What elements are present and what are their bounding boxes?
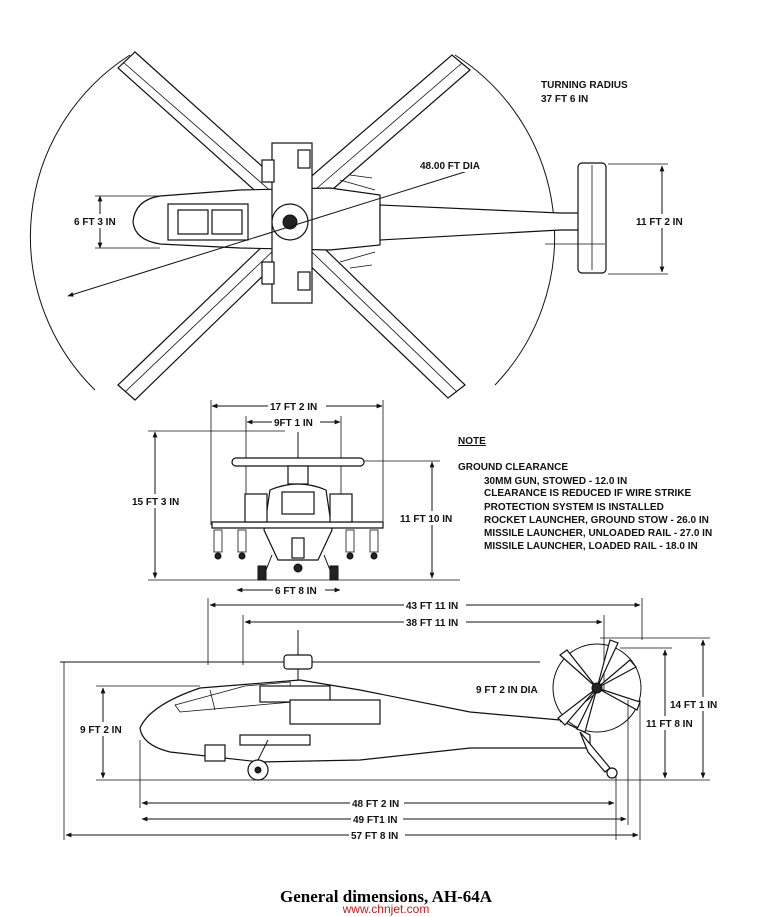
height-overall-label: 14 FT 1 IN (670, 700, 717, 711)
height-tail-label: 11 FT 8 IN (646, 719, 693, 730)
length-57-label: 57 FT 8 IN (351, 831, 398, 842)
turning-radius-label: TURNING RADIUS (541, 80, 628, 91)
rotor-diameter-label: 48.00 FT DIA (420, 161, 480, 172)
side-view-airframe (139, 679, 618, 781)
tread-label: 6 FT 8 IN (275, 586, 317, 597)
turning-radius-arc-right (454, 54, 556, 386)
side-view: 43 FT 11 IN 38 FT 11 IN 9 FT 2 IN DIA 14… (60, 598, 724, 842)
note-line-5: MISSILE LAUNCHER, UNLOADED RAIL - 27.0 I… (484, 528, 712, 539)
length-fuselage-label: 43 FT 11 IN (406, 601, 458, 612)
note-line-4: ROCKET LAUNCHER, GROUND STOW - 26.0 IN (484, 515, 709, 526)
watermark: www.chnjet.com (342, 902, 430, 916)
note-line-2: CLEARANCE IS REDUCED IF WIRE STRIKE (484, 488, 692, 499)
fuselage-top (132, 142, 607, 304)
tail-rotor (552, 639, 642, 733)
note-line-6: MISSILE LAUNCHER, LOADED RAIL - 18.0 IN (484, 541, 698, 552)
stabilizer-span-label: 11 FT 2 IN (636, 217, 683, 228)
front-view: 17 FT 2 IN 9FT 1 IN 15 FT 3 IN 11 FT 10 … (130, 399, 462, 597)
turning-radius-arc-left (29, 54, 131, 391)
overall-width-label: 17 FT 2 IN (270, 402, 317, 413)
height-alt-label: 11 FT 10 IN (400, 514, 452, 525)
wing-span-label: 9FT 1 IN (274, 418, 313, 429)
fuselage-width-label: 6 FT 3 IN (74, 217, 116, 228)
tail-rotor-dia-label: 9 FT 2 IN DIA (476, 685, 538, 696)
length-to-rotor-label: 38 FT 11 IN (406, 618, 458, 629)
turning-radius-value: 37 FT 6 IN (541, 94, 588, 105)
note-line-3: PROTECTION SYSTEM IS INSTALLED (484, 502, 664, 513)
figure-caption: General dimensions, AH-64A (280, 887, 493, 906)
note-line-1: 30MM GUN, STOWED - 12.0 IN (484, 476, 627, 487)
front-view-airframe (211, 432, 384, 581)
top-view: TURNING RADIUS 37 FT 6 IN 48.00 FT DIA 6… (29, 51, 690, 401)
height-to-rotor-label: 15 FT 3 IN (132, 497, 179, 508)
length-48-label: 48 FT 2 IN (352, 799, 399, 810)
note-title: NOTE (458, 436, 486, 447)
length-49-label: 49 FT1 IN (353, 815, 397, 826)
note-heading: GROUND CLEARANCE (458, 462, 568, 473)
note-block: NOTE GROUND CLEARANCE 30MM GUN, STOWED -… (458, 436, 712, 552)
height-cockpit-label: 9 FT 2 IN (80, 725, 122, 736)
